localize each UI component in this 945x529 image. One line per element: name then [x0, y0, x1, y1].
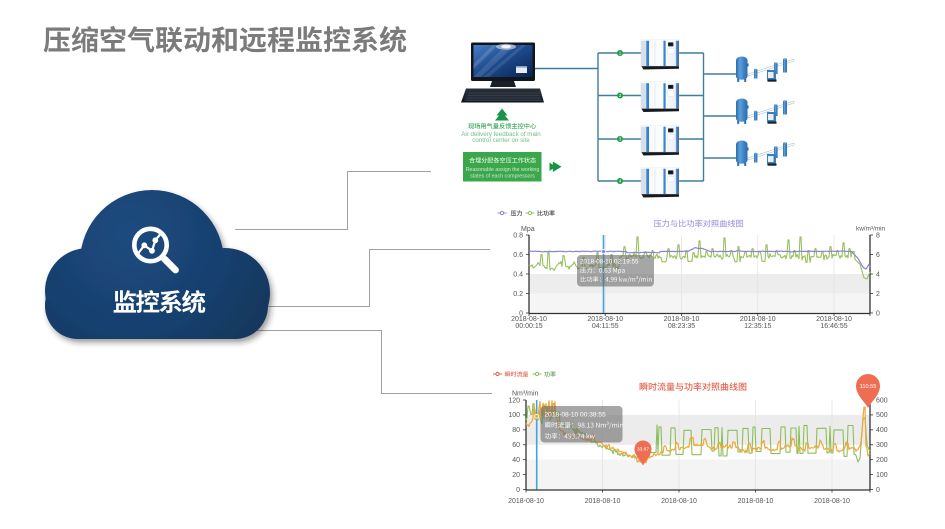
- svg-text:control center on site: control center on site: [472, 137, 530, 144]
- svg-text:40: 40: [512, 457, 520, 464]
- svg-text:2018-08-10: 2018-08-10: [511, 316, 547, 323]
- svg-text:2018-08-10: 2018-08-10: [587, 316, 623, 323]
- svg-text:80: 80: [512, 427, 520, 434]
- svg-text:08:23:35: 08:23:35: [668, 323, 695, 330]
- svg-text:500: 500: [876, 412, 888, 419]
- svg-text:0.6: 0.6: [513, 252, 523, 259]
- svg-text:120: 120: [508, 397, 520, 404]
- svg-text:0: 0: [516, 487, 520, 494]
- svg-text:12:35:15: 12:35:15: [744, 323, 771, 330]
- svg-text:110.55: 110.55: [860, 384, 877, 390]
- svg-text:0: 0: [876, 487, 880, 494]
- svg-text:2018-08-10: 2018-08-10: [508, 498, 544, 505]
- svg-text:2018-08-10 02:19:55: 2018-08-10 02:19:55: [580, 259, 639, 266]
- svg-text:states of each compressors: states of each compressors: [470, 173, 535, 179]
- svg-text:33.87: 33.87: [637, 447, 649, 453]
- svg-text:2018-08-10: 2018-08-10: [738, 498, 774, 505]
- svg-text:Mpa: Mpa: [521, 226, 535, 233]
- svg-text:0.8: 0.8: [513, 232, 523, 239]
- svg-text:2: 2: [619, 93, 622, 98]
- svg-text:2018-08-10: 2018-08-10: [664, 316, 700, 323]
- svg-text:200: 200: [876, 457, 888, 464]
- svg-text:0: 0: [519, 310, 523, 317]
- svg-text:Reasonable assign the working: Reasonable assign the working: [466, 167, 540, 173]
- svg-text:6: 6: [876, 252, 880, 259]
- svg-text:0: 0: [876, 310, 880, 317]
- svg-text:4: 4: [876, 271, 880, 278]
- svg-text:600: 600: [876, 397, 888, 404]
- svg-text:3: 3: [619, 137, 622, 142]
- svg-text:4: 4: [619, 179, 622, 184]
- svg-text:2018-08-10: 2018-08-10: [740, 316, 776, 323]
- svg-text:100: 100: [876, 472, 888, 479]
- svg-text:2018-08-10 00:38:55: 2018-08-10 00:38:55: [545, 412, 607, 419]
- svg-text:2018-08-10: 2018-08-10: [816, 316, 852, 323]
- svg-text:1: 1: [619, 51, 622, 56]
- svg-text:2018-08-10: 2018-08-10: [661, 498, 697, 505]
- svg-text:2018-08-10: 2018-08-10: [814, 498, 850, 505]
- svg-text:2018-08-10: 2018-08-10: [585, 498, 621, 505]
- svg-text:16:46:55: 16:46:55: [820, 323, 847, 330]
- svg-text:00:00:15: 00:00:15: [515, 323, 542, 330]
- svg-text:Nm³/min: Nm³/min: [512, 391, 539, 398]
- svg-text:20: 20: [512, 472, 520, 479]
- svg-text:Air delivery feedback of main: Air delivery feedback of main: [461, 131, 541, 138]
- svg-text:0.4: 0.4: [513, 271, 523, 278]
- svg-text:300: 300: [876, 442, 888, 449]
- svg-text:60: 60: [512, 442, 520, 449]
- svg-text:0.2: 0.2: [513, 291, 523, 298]
- svg-text:2: 2: [876, 291, 880, 298]
- svg-text:8: 8: [876, 232, 880, 239]
- svg-text:100: 100: [508, 412, 520, 419]
- svg-text:04:11:55: 04:11:55: [592, 323, 619, 330]
- svg-text:kw/m³/min: kw/m³/min: [856, 226, 886, 233]
- svg-text:400: 400: [876, 427, 888, 434]
